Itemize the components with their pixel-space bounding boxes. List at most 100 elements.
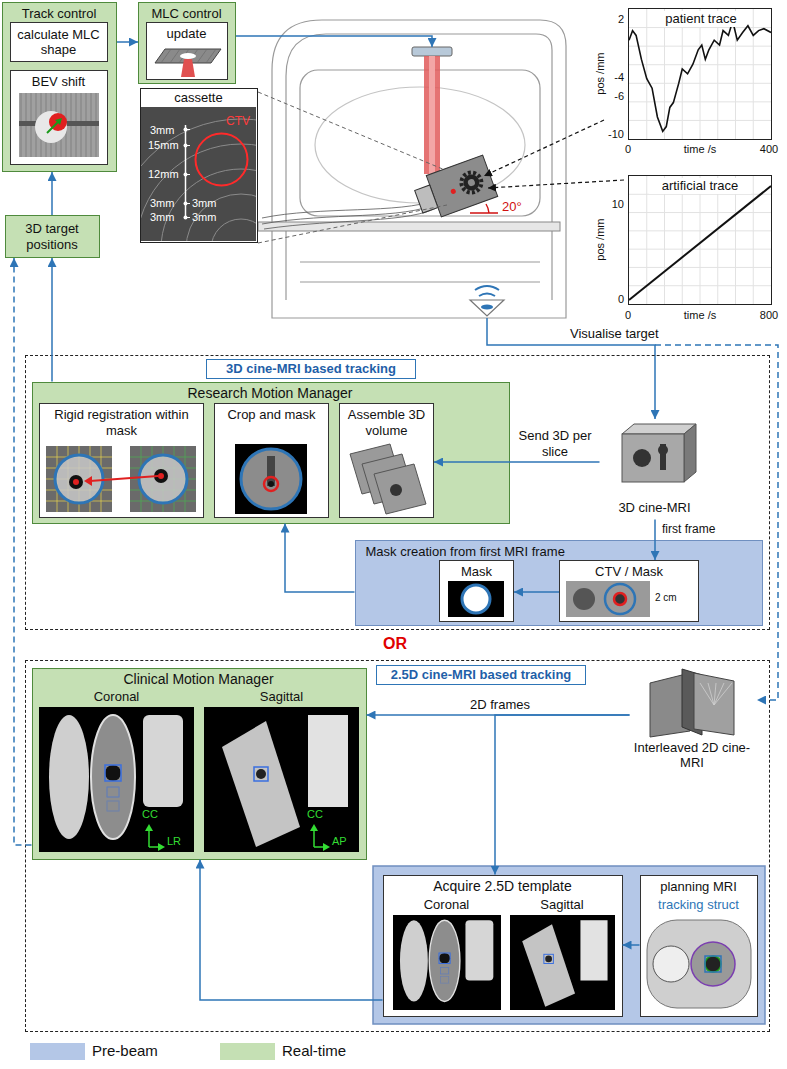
- mri-frame-image: [308, 715, 348, 807]
- motion-phantom: [450, 188, 456, 194]
- process-box-image: [130, 446, 196, 512]
- node-title: Crop and mask: [218, 407, 325, 423]
- update-box-image: [181, 59, 195, 77]
- cassette-inset-image: [186, 174, 191, 175]
- mri-frame-image: [429, 920, 460, 1001]
- flow-arrow: [51, 258, 53, 382]
- mri-frame: Sagittal: [510, 915, 615, 1010]
- trace-leader: [484, 120, 624, 188]
- cassette-inset-image: [141, 144, 256, 241]
- arrow-label: Visualise target: [570, 326, 659, 342]
- angle-arc: [470, 204, 498, 213]
- edge-label: first frame: [662, 522, 734, 536]
- process-box-image: [235, 444, 307, 514]
- cable-bundle: [264, 206, 440, 229]
- template-box: Acquire 2.5D templateCoronalSagittal: [383, 875, 623, 1017]
- axis-tick: -4: [608, 71, 624, 84]
- node-title: Sagittal: [204, 689, 359, 705]
- node-title: cassette: [144, 90, 253, 106]
- bev-shift-box: BEV shift: [10, 70, 108, 165]
- trace-plot-image: [629, 64, 771, 65]
- track-control-box: Track controlcalculate MLC shapeBEV shif…: [2, 2, 117, 172]
- cable-bundle: [262, 200, 436, 218]
- legend-text: Real-time: [282, 1042, 346, 1060]
- angle-label: 20°: [502, 199, 522, 215]
- radiation-beam: [412, 47, 452, 56]
- legend-swatch: [220, 1043, 275, 1060]
- node-title: Mask creation from first MRI frame: [366, 544, 626, 560]
- node-title: CTV / Mask: [563, 564, 695, 580]
- mr-linac-outline: [300, 70, 540, 216]
- dimension-label: 12mm: [148, 168, 179, 181]
- process-box-image: [268, 481, 274, 487]
- mri-frame-image: [91, 715, 135, 839]
- node-title: patient trace: [656, 11, 746, 27]
- image-box-image: [462, 585, 490, 613]
- node-title: Rigid registration within mask: [43, 407, 200, 438]
- axis-tick: -6: [608, 90, 624, 103]
- node-title: update: [150, 26, 224, 42]
- radiation-beam: [412, 47, 452, 174]
- process-box-image: [46, 446, 112, 512]
- trace-plot-image: [629, 230, 771, 231]
- flow-arrow: [654, 520, 656, 561]
- process-box: 3D target positions: [5, 215, 100, 258]
- motion-phantom: [411, 155, 497, 222]
- process-box: calculate MLC shape: [10, 22, 108, 62]
- cassette-inset-image: [186, 194, 256, 241]
- motion-phantom: [467, 178, 476, 187]
- mri-frame-image: [440, 976, 448, 983]
- mri-signal-icon: [479, 294, 495, 297]
- motion-phantom: [459, 170, 485, 196]
- process-box-image: [139, 455, 187, 503]
- mri-frame: CoronalCCLR: [39, 707, 194, 852]
- mri-frame-image: [545, 955, 552, 962]
- mri-volume-icon-image: [684, 424, 696, 482]
- mri-frame-image: [393, 915, 501, 1010]
- planning-box: planning MRItracking struct: [640, 875, 758, 1017]
- axis-title: pos /mm: [593, 212, 606, 267]
- cassette-inset-image: [141, 89, 256, 241]
- mr-linac-outline: [272, 20, 566, 318]
- trace-plot-image: [700, 176, 701, 304]
- motion-manager-box: Clinical Motion ManagerCoronalCCLR Sagitt…: [32, 668, 367, 860]
- axis-tick: 0: [620, 309, 636, 322]
- trace-plot-image: [629, 212, 771, 213]
- axis-tick: 2: [608, 13, 624, 26]
- node-text: CC: [307, 808, 327, 821]
- process-box-image: [390, 484, 402, 496]
- node-title: Research Motion Manager: [36, 385, 505, 402]
- motion-manager-box: Research Motion ManagerRigid registratio…: [32, 382, 510, 524]
- mri-frame-image: [438, 953, 449, 963]
- edge-label: 2D frames: [462, 697, 538, 713]
- flow-arrow: [514, 591, 559, 593]
- cassette-inset-image: [161, 169, 256, 241]
- process-box-image: [374, 464, 426, 514]
- mri-frame-image: [510, 915, 615, 1010]
- cassette-inset-image: [141, 119, 256, 241]
- dimension-label: 3mm: [150, 124, 174, 137]
- update-box-image: [170, 49, 180, 63]
- node-text: LR: [167, 835, 189, 848]
- mri-volume-icon-image: [633, 449, 651, 467]
- axis-title: time /s: [675, 309, 725, 322]
- mri-signal-icon: [470, 286, 504, 316]
- mri-frame-image: [204, 707, 359, 852]
- mri-planes-icon-image: [708, 683, 714, 705]
- flow-arrow: [51, 172, 53, 215]
- mri-planes-icon-image: [694, 673, 734, 735]
- axis-tick: 0: [604, 293, 624, 306]
- node-title: Interleaved 2D cine-MRI: [633, 740, 752, 771]
- image-box: Mask: [439, 560, 514, 622]
- mri-frame-image: [49, 715, 89, 839]
- cassette-inset-image: [141, 119, 256, 241]
- mri-planes-icon-image: [700, 683, 714, 705]
- image-box-image: [605, 584, 635, 614]
- mri-frame-image: [39, 707, 194, 852]
- mri-frame-image: [145, 824, 153, 831]
- tracking-panel: 3D cine-MRI based trackingResearch Motio…: [25, 355, 770, 630]
- planning-box-image: [705, 956, 721, 972]
- node-title: Clinical Motion Manager: [36, 671, 362, 688]
- axis-tick: 400: [755, 143, 783, 156]
- node-title: Coronal: [393, 897, 501, 913]
